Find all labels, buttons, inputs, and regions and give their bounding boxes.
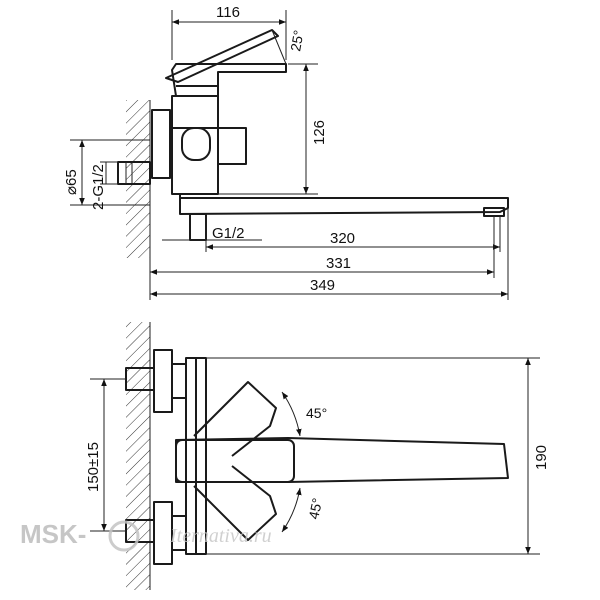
diverter-knob (217, 127, 247, 165)
watermark: MSK- Iternativa.ru (20, 519, 272, 552)
spout (179, 194, 509, 215)
mixer-body (171, 95, 219, 195)
watermark-brand: MSK- (20, 519, 86, 549)
inlet-connector (117, 161, 151, 185)
lever-tilted (165, 29, 279, 83)
lever-up-45 (193, 381, 277, 457)
upper-eccentric (153, 349, 173, 413)
body-port (181, 127, 211, 161)
arc-down (281, 487, 302, 533)
watermark-site: Iternativa.ru (169, 525, 272, 547)
outlet-stub (189, 213, 207, 241)
dim-lever-angle: 25° (287, 29, 306, 53)
front-view: 45° 45° 150±15 190 (85, 322, 550, 590)
wall-hatch-side (126, 100, 150, 258)
arc-up (281, 391, 302, 437)
lever-down-45 (193, 465, 277, 541)
dim-center-distance: 150±15 (85, 442, 102, 492)
dim-overall-length: 349 (310, 277, 335, 294)
side-view: 116 25° 126 ⌀65 2-G1/2 G1/2 320 331 (63, 4, 509, 300)
dim-height: 190 (533, 445, 550, 470)
dim-spout-reach: 331 (326, 255, 351, 272)
front-lever-base (175, 439, 295, 483)
dim-angle-up: 45° (306, 405, 327, 421)
upper-nut (171, 363, 187, 399)
side-flange (151, 109, 171, 179)
dim-diameter: ⌀65 (63, 169, 80, 195)
dim-inlet-thread: 2-G1/2 (90, 164, 107, 210)
watermark-logo (108, 520, 140, 552)
dim-body-height: 126 (311, 120, 328, 145)
dim-angle-down: 45° (305, 497, 325, 521)
front-lever (175, 437, 509, 483)
dim-spout-length: 320 (330, 230, 355, 247)
lever-side (171, 63, 287, 97)
wall-hatch-front (126, 322, 150, 590)
dim-top-width: 116 (216, 4, 240, 21)
dim-outlet-thread: G1/2 (212, 225, 245, 242)
